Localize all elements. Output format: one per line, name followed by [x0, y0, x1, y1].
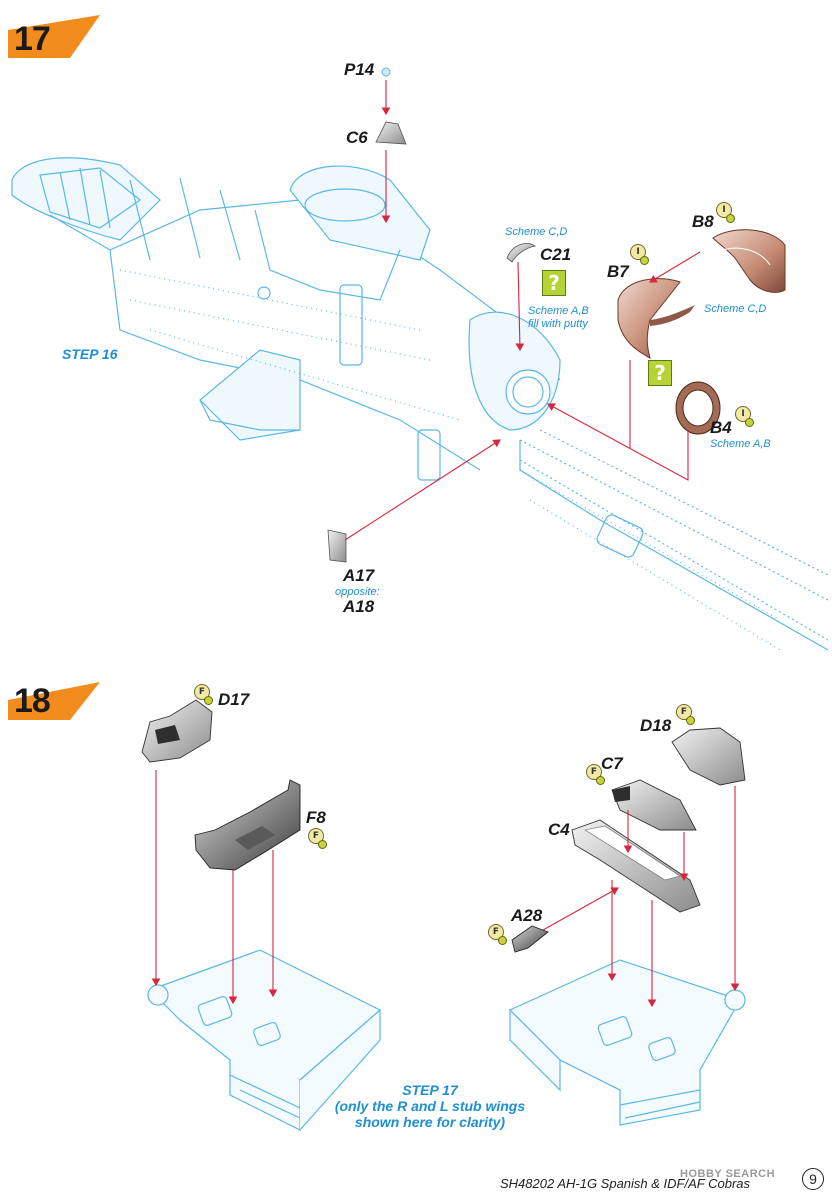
stub-wing-right [508, 959, 746, 1126]
part-label-c6: C6 [346, 128, 368, 147]
step18-badge-bg [8, 682, 100, 720]
note-scheme-ab-line1: Scheme A,B [528, 305, 589, 317]
step18-number: 18 [6, 678, 96, 724]
part-label-b4: B4 [710, 418, 732, 437]
part-label-c7: C7 [601, 754, 623, 773]
page-number: 9 [802, 1168, 824, 1190]
paint-i-icon: I [735, 406, 754, 427]
part-label-c4: C4 [548, 820, 570, 839]
part-c4-shape [571, 819, 701, 913]
part-label-f8: F8 [306, 808, 326, 827]
assembly-arrows-step18 [151, 770, 740, 1008]
footer-title: SH48202 AH-1G Spanish & IDF/AF Cobras [500, 1176, 751, 1191]
part-a17-shape [327, 529, 347, 563]
helicopter-fuselage [11, 157, 829, 651]
paint-f-icon: F [676, 704, 695, 725]
part-b4-shape [675, 381, 721, 435]
part-c21-shape [506, 243, 537, 263]
question-mark-icon: ? [542, 270, 566, 296]
part-c6-shape [375, 121, 407, 145]
reference-step17-block: STEP 17 (only the R and L stub wings sho… [330, 1082, 530, 1130]
paint-f-icon: F [586, 764, 605, 785]
assembly-arrows-step17 [344, 80, 701, 541]
part-a28-shape [511, 925, 549, 953]
part-label-c21: C21 [540, 245, 572, 264]
part-label-a18: A18 [343, 597, 375, 616]
note-scheme-ab-line2: fill with putty [528, 318, 588, 330]
part-label-b7: B7 [607, 262, 629, 281]
part-b8-shape [712, 229, 786, 293]
note-opposite: opposite: [335, 586, 380, 598]
part-f8-shape [194, 779, 301, 871]
watermark-logo: HOBBY SEARCH [680, 1168, 776, 1180]
part-d18-shape [671, 727, 746, 786]
paint-f-icon: F [194, 684, 213, 705]
part-c7-shape [611, 779, 697, 831]
part-label-d17: D17 [218, 690, 250, 709]
paint-i-icon: I [716, 202, 735, 223]
stub-wing-left [147, 949, 382, 1131]
part-p14-shape [381, 67, 391, 77]
part-label-a17: A17 [343, 566, 375, 585]
step17-number-text: 17 [14, 20, 51, 58]
reference-step17-line1: STEP 17 [402, 1082, 458, 1098]
reference-step17-line2: (only the R and L stub wings [334, 1098, 526, 1114]
reference-step17-line3: shown here for clarity) [354, 1114, 506, 1130]
paint-f-icon: F [308, 828, 327, 849]
step17-number: 17 [6, 16, 96, 62]
part-label-b8: B8 [692, 212, 714, 231]
note-scheme-cd-b: Scheme C,D [704, 303, 767, 315]
question-mark-icon: ? [648, 360, 672, 386]
paint-f-icon: F [488, 924, 507, 945]
note-scheme-ab-b4: Scheme A,B [710, 438, 771, 450]
part-b7-shape [617, 278, 695, 359]
part-label-p14: P14 [344, 60, 375, 79]
step18-number-text: 18 [14, 682, 51, 720]
part-label-d18: D18 [640, 716, 672, 735]
part-label-a28: A28 [511, 906, 543, 925]
part-d17-shape [141, 699, 213, 763]
reference-step16: STEP 16 [62, 346, 118, 362]
note-scheme-cd-c21: Scheme C,D [505, 226, 568, 238]
step17-badge-bg [8, 15, 100, 58]
paint-i-icon: I [630, 244, 649, 265]
